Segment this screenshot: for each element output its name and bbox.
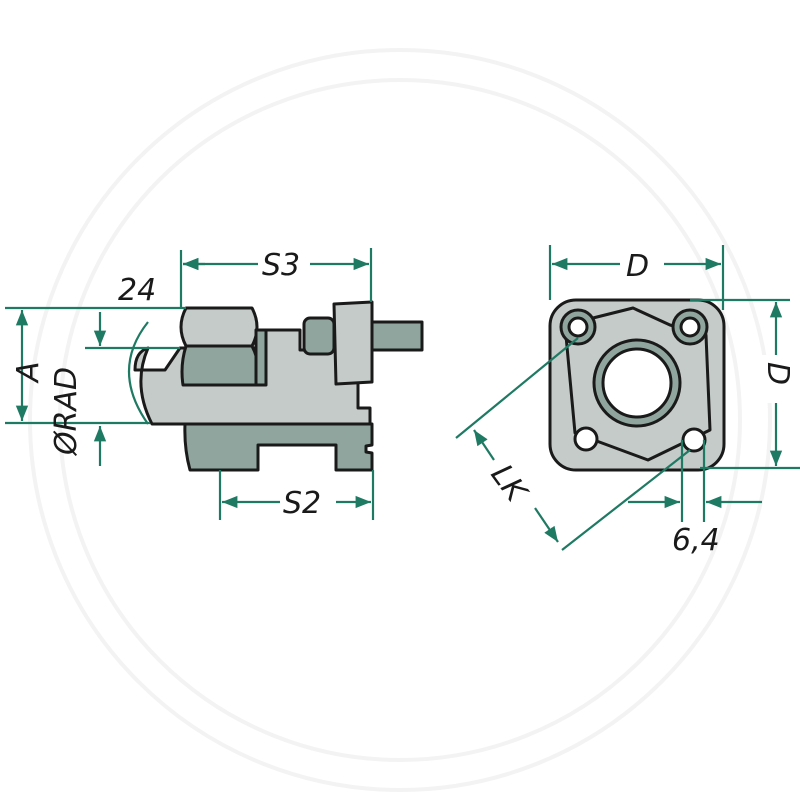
dim-label-rad: ØRAD <box>49 367 84 457</box>
bolt-hole-br <box>681 427 707 453</box>
dim-label-s3: S3 <box>262 248 300 283</box>
dim-label-d-horizontal: D <box>626 249 649 284</box>
bolt-hole-bl <box>573 426 599 452</box>
flange-bottom <box>183 422 374 472</box>
pin <box>370 320 424 352</box>
washer <box>332 300 374 386</box>
nut-lower <box>180 344 260 387</box>
bore <box>601 347 673 419</box>
dim-label-24: 24 <box>118 273 156 308</box>
bolt-hole-tl <box>567 316 589 338</box>
dim-label-d-vertical: D <box>760 362 795 385</box>
nut-side <box>254 328 268 387</box>
dim-label-a: A <box>11 361 46 384</box>
dim-label-lk: LK <box>484 458 535 510</box>
dim-label-s2: S2 <box>283 486 321 521</box>
bolt-hole-tr <box>679 316 701 338</box>
boss <box>302 316 336 356</box>
nut-upper <box>179 306 259 348</box>
side-view: 24 S3 S2 A ØRAD <box>5 248 424 521</box>
dim-label-hole: 6,4 <box>672 523 720 558</box>
